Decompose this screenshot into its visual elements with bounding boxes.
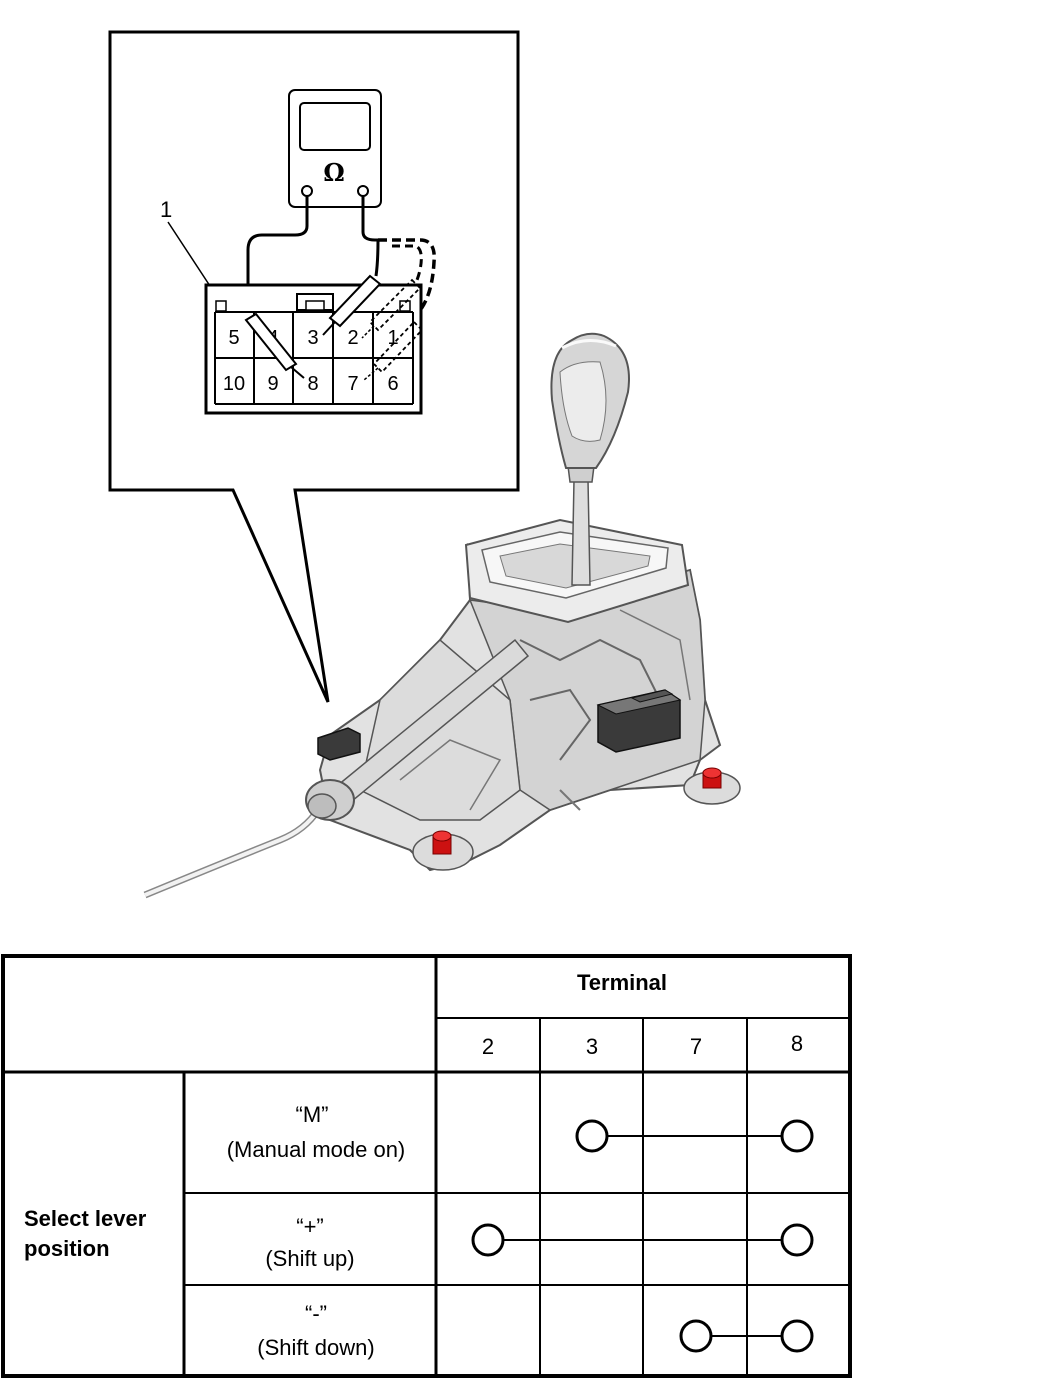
terminal-column-3: 3 (586, 1034, 598, 1059)
terminal-label-5: 5 (228, 327, 239, 349)
continuity-marks (471, 1119, 814, 1353)
switch-connector (596, 689, 682, 753)
probe-lead-right (361, 196, 380, 277)
continuity-circle-terminal-2 (471, 1223, 505, 1257)
row-group-label-line1: Select lever (24, 1206, 147, 1231)
shift-cable (143, 808, 321, 899)
probe-lead-alternate-dashed (378, 238, 436, 318)
shift-knob (550, 332, 630, 469)
row-group-label-line2: position (24, 1236, 110, 1261)
probe-tip-left (244, 312, 305, 379)
row-sublabel-manual: (Manual mode on) (227, 1137, 406, 1162)
continuity-circle-terminal-3 (575, 1119, 609, 1153)
shift-rod (305, 638, 530, 821)
row-label-manual: “M” (296, 1102, 329, 1127)
meter-probe-terminal-right (357, 185, 369, 197)
part-leader-line (167, 221, 211, 287)
probe-tip-dashed-upper (361, 278, 422, 339)
table-border (1, 954, 852, 1378)
continuity-circle-terminal-7 (679, 1319, 713, 1353)
part-label-1: 1 (160, 197, 172, 222)
cable-end-bracket (317, 727, 361, 761)
meter-probe-terminal-left (301, 185, 313, 197)
row-label-shift-up: “+” (296, 1214, 324, 1239)
shifter-illustration: Ω 1 5 4 3 2 1 10 9 8 7 6 (108, 30, 741, 899)
terminal-label-6: 6 (387, 373, 398, 395)
row-sublabel-shift-up: (Shift up) (265, 1246, 354, 1271)
ohmmeter: Ω (288, 89, 382, 208)
mounting-foot-left (412, 830, 474, 871)
terminal-label-10: 10 (223, 373, 245, 395)
continuity-table: Terminal 2 3 7 8 Select lever position “… (1, 954, 852, 1378)
probe-tip-right (322, 274, 382, 336)
terminal-label-3: 3 (307, 327, 318, 349)
terminal-label-8: 8 (307, 373, 318, 395)
row-label-shift-down: “-” (305, 1301, 327, 1326)
probe-lead-left (246, 196, 309, 318)
continuity-circle-terminal-8 (780, 1319, 814, 1353)
ohm-symbol: Ω (323, 158, 344, 187)
terminal-label-2: 2 (347, 327, 358, 349)
terminal-column-8: 8 (791, 1031, 803, 1056)
select-lever (567, 465, 595, 586)
terminal-label-7: 7 (347, 373, 358, 395)
mounting-foot-right (683, 767, 741, 805)
terminal-label-1: 1 (387, 327, 398, 349)
continuity-circle-terminal-8 (780, 1119, 814, 1153)
terminal-column-7: 7 (690, 1034, 702, 1059)
row-sublabel-shift-down: (Shift down) (257, 1335, 374, 1360)
terminal-column-2: 2 (482, 1034, 494, 1059)
probe-tip-dashed-lower (363, 320, 424, 381)
connector (204, 283, 423, 415)
terminal-label-9: 9 (267, 373, 278, 395)
continuity-circle-terminal-8 (780, 1223, 814, 1257)
probe-lead-alternate-dashed-inner (392, 244, 423, 302)
terminal-header: Terminal (577, 970, 667, 995)
